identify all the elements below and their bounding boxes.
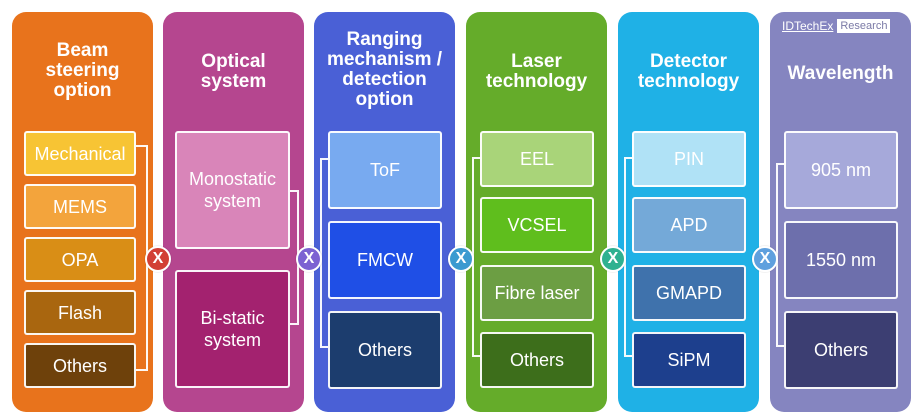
option-flash: Flash xyxy=(24,290,136,335)
option-gmapd: GMAPD xyxy=(632,265,746,321)
multiply-operator: X xyxy=(448,246,474,272)
option-others: Others xyxy=(328,311,442,389)
multiply-operator: X xyxy=(752,246,778,272)
bracket xyxy=(472,157,486,357)
column-title: Wavelength xyxy=(787,63,894,84)
column-title: Detector technology xyxy=(637,51,740,92)
option-others: Others xyxy=(480,332,594,388)
bracket xyxy=(624,157,638,357)
option-opa: OPA xyxy=(24,237,136,282)
option-fmcw: FMCW xyxy=(328,221,442,299)
multiply-operator: X xyxy=(600,246,626,272)
multiply-operator: X xyxy=(296,246,322,272)
option-tof: ToF xyxy=(328,131,442,209)
brand-tag: Research xyxy=(837,19,891,33)
column-title: Beam steering option xyxy=(45,40,120,101)
brand-name: IDTechEx xyxy=(782,19,834,33)
option-mechanical: Mechanical xyxy=(24,131,136,176)
option-apd: APD xyxy=(632,197,746,253)
option-pin: PIN xyxy=(632,131,746,187)
option-monostatic: Monostatic system xyxy=(175,131,290,249)
column-title: Ranging mechanism / detection option xyxy=(326,29,443,110)
option-1550nm: 1550 nm xyxy=(784,221,898,299)
option-bi-static: Bi-static system xyxy=(175,270,290,388)
brand-logo: IDTechEx Research xyxy=(782,19,891,33)
option-sipm: SiPM xyxy=(632,332,746,388)
option-905nm: 905 nm xyxy=(784,131,898,209)
option-eel: EEL xyxy=(480,131,594,187)
column-title: Laser technology xyxy=(485,51,588,92)
option-vcsel: VCSEL xyxy=(480,197,594,253)
column-title: Optical system xyxy=(200,51,267,92)
option-mems: MEMS xyxy=(24,184,136,229)
option-others: Others xyxy=(24,343,136,388)
option-others: Others xyxy=(784,311,898,389)
multiply-operator: X xyxy=(145,246,171,272)
option-fibre-laser: Fibre laser xyxy=(480,265,594,321)
